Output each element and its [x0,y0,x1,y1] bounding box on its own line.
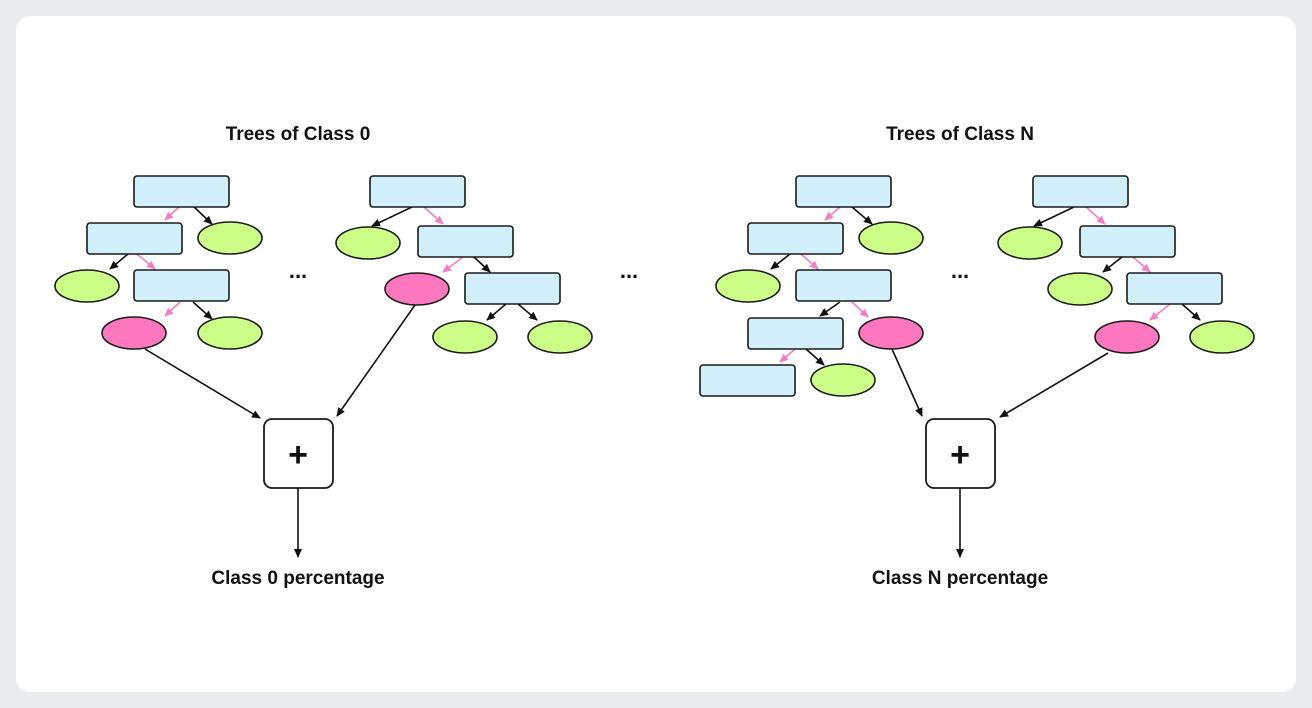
tree-edge [192,205,213,225]
tree-edge [770,253,791,270]
split-node [747,317,844,350]
tree-edge [109,253,129,270]
split-node [1126,272,1223,305]
tree-edge-pink [1149,303,1171,321]
tree-edge [805,348,825,366]
plus-icon: + [288,436,308,474]
split-node [699,364,796,397]
tree-edge [819,301,841,317]
split-node [133,175,230,208]
tree-edge-pink [442,256,464,273]
tree-edge [1033,206,1075,227]
tree [54,175,263,350]
split-node [369,175,466,208]
tree-edge [473,256,491,273]
split-node [417,225,514,258]
tree-edge-pink [800,253,819,270]
leaf-node [335,226,401,260]
groups-ellipsis: ... [620,258,638,283]
group-class-n: Trees of Class N ... [699,124,1255,589]
tree-edge-pink [1132,256,1151,273]
split-node [1079,225,1176,258]
split-node [747,222,844,255]
leaf-node [1047,272,1113,306]
leaf-node [1189,320,1255,354]
tree-edge-pink [423,206,444,225]
leaf-node [715,269,781,303]
tree-edge [371,206,413,227]
aggregate-arrow [336,304,416,417]
tree-ellipsis: ... [289,258,307,283]
aggregate-arrow [144,348,261,419]
leaf-node [197,316,263,350]
tree-edge [1181,303,1201,321]
aggregate-arrow [891,348,923,417]
tree-edge-pink [164,301,181,317]
leaf-node [54,269,120,303]
tree-edge-pink [136,253,156,270]
split-node [795,175,892,208]
leaf-node-selected [858,316,924,350]
tree-edge [851,206,873,225]
tree-edge-pink [851,301,869,318]
tree-edge-pink [779,348,796,363]
tree-ellipsis: ... [951,258,969,283]
split-node [464,272,561,305]
leaf-node [997,226,1063,260]
output-label: Class N percentage [872,568,1048,589]
leaf-node-selected [384,272,450,306]
group-title: Trees of Class N [886,124,1034,145]
tree-edge-pink [164,205,181,221]
tree-edge-pink [1085,206,1106,225]
leaf-node-selected [1094,320,1160,354]
plus-icon: + [950,436,970,474]
tree [335,175,593,354]
leaf-node [527,320,593,354]
leaf-node [810,363,876,397]
tree-edge [517,303,538,321]
group-class-0: Trees of Class 0 ... [54,124,593,589]
aggregate-arrow [999,352,1109,418]
tree-edge [192,301,213,320]
split-node [133,269,230,302]
tree-edge [1102,256,1123,273]
group-title: Trees of Class 0 [226,124,371,145]
split-node [86,222,183,255]
tree [699,175,924,397]
leaf-node [858,221,924,255]
split-node [795,269,892,302]
leaf-node [432,320,498,354]
leaf-node [197,221,263,255]
split-node [1032,175,1129,208]
diagram-card [16,16,1296,692]
tree-edge-pink [824,206,841,221]
output-label: Class 0 percentage [211,568,384,589]
tree [997,175,1255,354]
leaf-node-selected [101,316,167,350]
tree-edge [486,303,507,321]
